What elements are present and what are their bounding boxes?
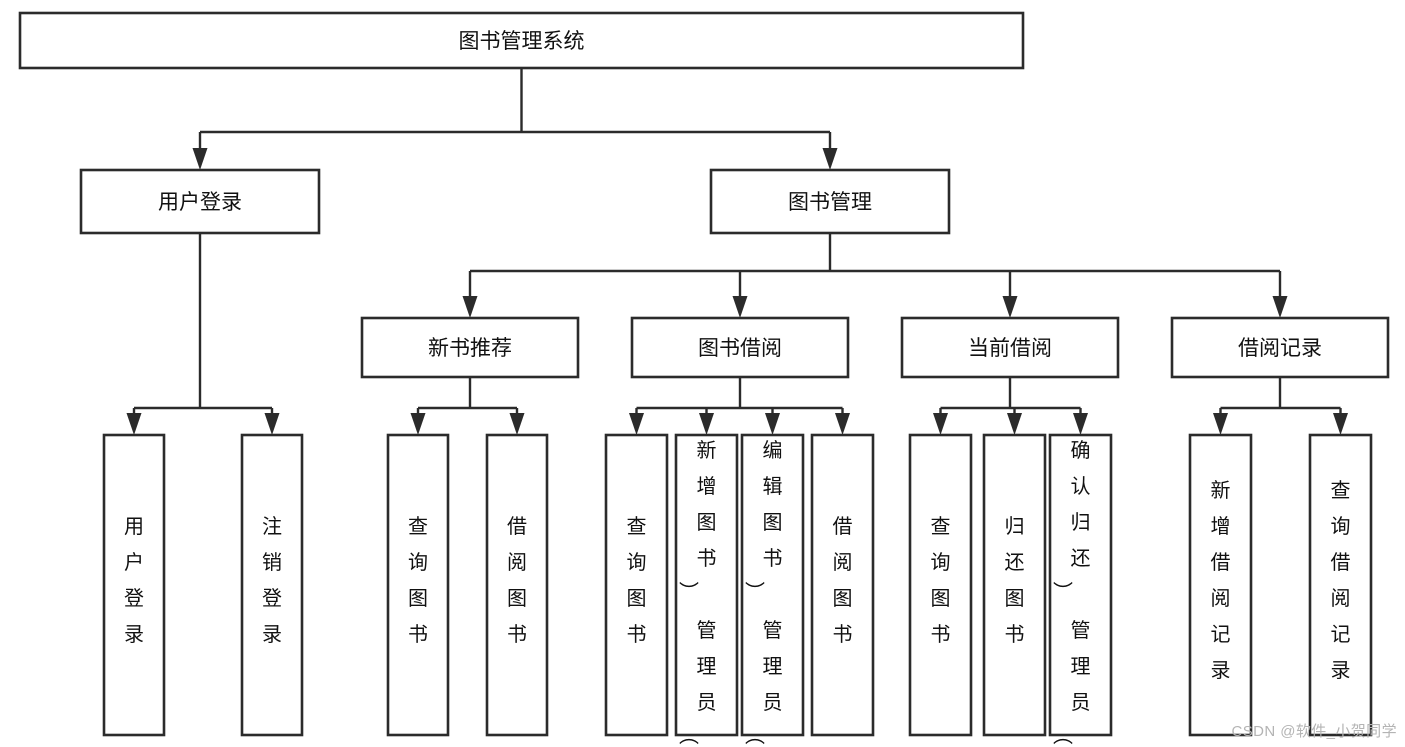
- node-box-borrow-record[interactable]: [1170, 316, 1390, 379]
- node-label-book-manage: 图书管理: [788, 191, 872, 214]
- node-leaf-borrow-book[interactable]: 借阅图书: [810, 433, 875, 737]
- arrow-head-icon: [732, 296, 748, 318]
- arrow-head-icon: [509, 413, 525, 435]
- arrow-head-icon: [126, 413, 142, 435]
- node-box-root[interactable]: [18, 11, 1025, 70]
- connector-group-new-book-rec: [410, 377, 525, 435]
- node-label-leaf-edit-book: 编辑图书（管理员）: [745, 439, 783, 745]
- node-new-book-rec[interactable]: 新书推荐: [360, 316, 580, 379]
- node-box-leaf-query-book-borrow[interactable]: [604, 433, 669, 737]
- node-label-borrow-record: 借阅记录: [1238, 337, 1322, 360]
- node-leaf-query-book-rec[interactable]: 查询图书: [386, 433, 450, 737]
- node-box-leaf-user-login[interactable]: [102, 433, 166, 737]
- node-label-leaf-borrow-book-rec: 借阅图书: [507, 515, 527, 646]
- node-leaf-return-book[interactable]: 归还图书: [982, 433, 1047, 737]
- connector-group-book-manage: [462, 233, 1288, 318]
- node-leaf-add-book[interactable]: 新增图书（管理员）: [674, 433, 739, 745]
- node-leaf-borrow-book-rec[interactable]: 借阅图书: [485, 433, 549, 737]
- node-label-current-borrow: 当前借阅: [968, 337, 1052, 360]
- node-label-new-book-rec: 新书推荐: [428, 337, 512, 360]
- connector-group-borrow-record: [1213, 377, 1348, 435]
- node-box-book-manage[interactable]: [709, 168, 951, 235]
- node-layer: 图书管理系统用户登录图书管理新书推荐图书借阅当前借阅借阅记录用户登录注销登录查询…: [18, 11, 1390, 745]
- arrow-head-icon: [1002, 296, 1018, 318]
- connector-group-root: [192, 68, 838, 170]
- arrow-head-icon: [835, 413, 850, 435]
- arrow-head-icon: [1333, 413, 1348, 435]
- node-box-leaf-add-record[interactable]: [1188, 433, 1253, 737]
- node-leaf-add-record[interactable]: 新增借阅记录: [1188, 433, 1253, 737]
- node-leaf-confirm-return[interactable]: 确认归还（管理员）: [1048, 433, 1113, 745]
- node-box-leaf-query-record[interactable]: [1308, 433, 1373, 737]
- node-label-leaf-query-book-borrow: 查询图书: [627, 515, 647, 646]
- node-box-leaf-edit-book[interactable]: [740, 433, 805, 737]
- node-box-user-login[interactable]: [79, 168, 321, 235]
- node-leaf-query-book-borrow[interactable]: 查询图书: [604, 433, 669, 737]
- node-box-leaf-borrow-book[interactable]: [810, 433, 875, 737]
- arrow-head-icon: [264, 413, 280, 435]
- node-label-user-login: 用户登录: [158, 191, 242, 214]
- node-box-new-book-rec[interactable]: [360, 316, 580, 379]
- arrow-head-icon: [1007, 413, 1022, 435]
- node-label-root: 图书管理系统: [459, 30, 585, 53]
- arrow-head-icon: [629, 413, 644, 435]
- node-box-leaf-query-book-cur[interactable]: [908, 433, 973, 737]
- node-root[interactable]: 图书管理系统: [18, 11, 1025, 70]
- node-book-borrow[interactable]: 图书借阅: [630, 316, 850, 379]
- connector-layer: [126, 68, 1348, 435]
- node-leaf-query-book-cur[interactable]: 查询图书: [908, 433, 973, 737]
- arrow-head-icon: [765, 413, 780, 435]
- node-label-leaf-query-book-rec: 查询图书: [408, 515, 428, 646]
- node-label-leaf-query-record: 查询借阅记录: [1331, 479, 1351, 682]
- node-borrow-record[interactable]: 借阅记录: [1170, 316, 1390, 379]
- node-leaf-edit-book[interactable]: 编辑图书（管理员）: [740, 433, 805, 745]
- arrow-head-icon: [822, 148, 838, 170]
- node-label-leaf-return-book: 归还图书: [1005, 515, 1025, 646]
- node-book-manage[interactable]: 图书管理: [709, 168, 951, 235]
- node-box-leaf-add-book[interactable]: [674, 433, 739, 737]
- arrow-head-icon: [699, 413, 714, 435]
- arrow-head-icon: [410, 413, 426, 435]
- node-box-leaf-query-book-rec[interactable]: [386, 433, 450, 737]
- node-user-login[interactable]: 用户登录: [79, 168, 321, 235]
- node-box-current-borrow[interactable]: [900, 316, 1120, 379]
- node-leaf-user-login[interactable]: 用户登录: [102, 433, 166, 737]
- watermark-label: CSDN @软件_小贺同学: [1231, 723, 1397, 740]
- node-label-leaf-add-book: 新增图书（管理员）: [679, 439, 717, 745]
- connector-group-book-borrow: [629, 377, 850, 435]
- node-label-leaf-user-login: 用户登录: [124, 516, 144, 646]
- node-label-leaf-query-book-cur: 查询图书: [931, 515, 951, 646]
- node-box-book-borrow[interactable]: [630, 316, 850, 379]
- node-label-book-borrow: 图书借阅: [698, 337, 782, 360]
- arrow-head-icon: [1272, 296, 1288, 318]
- node-label-leaf-add-record: 新增借阅记录: [1211, 479, 1231, 682]
- node-leaf-query-record[interactable]: 查询借阅记录: [1308, 433, 1373, 737]
- connector-group-user-login: [126, 233, 280, 435]
- node-box-leaf-user-logout[interactable]: [240, 433, 304, 737]
- node-label-leaf-borrow-book: 借阅图书: [833, 515, 853, 646]
- node-label-leaf-user-logout: 注销登录: [262, 515, 282, 646]
- arrow-head-icon: [1073, 413, 1088, 435]
- arrow-head-icon: [192, 148, 208, 170]
- node-box-leaf-return-book[interactable]: [982, 433, 1047, 737]
- arrow-head-icon: [462, 296, 478, 318]
- connector-group-current-borrow: [933, 377, 1088, 435]
- node-leaf-user-logout[interactable]: 注销登录: [240, 433, 304, 737]
- node-box-leaf-confirm-return[interactable]: [1048, 433, 1113, 737]
- node-label-leaf-confirm-return: 确认归还（管理员）: [1053, 439, 1091, 745]
- node-current-borrow[interactable]: 当前借阅: [900, 316, 1120, 379]
- node-box-leaf-borrow-book-rec[interactable]: [485, 433, 549, 737]
- arrow-head-icon: [933, 413, 948, 435]
- arrow-head-icon: [1213, 413, 1228, 435]
